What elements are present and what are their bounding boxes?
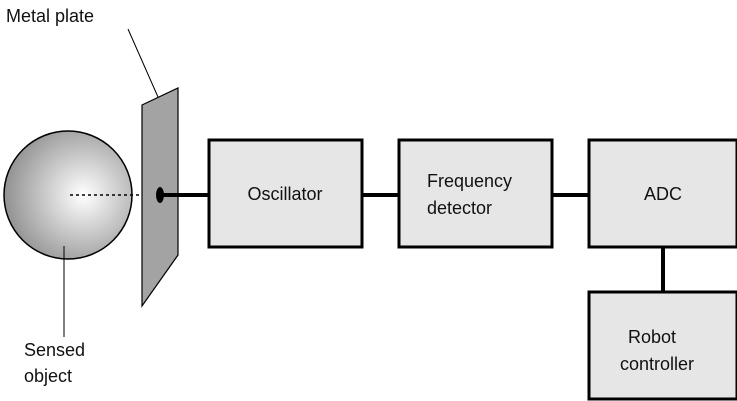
oscillator-label: Oscillator [247, 184, 322, 204]
frequency-detector-label-line1: Frequency [427, 171, 512, 191]
sensed-object-label-line1: Sensed [24, 340, 85, 360]
frequency-detector-label-line2: detector [427, 198, 492, 218]
oscillator-box [207, 138, 364, 249]
metal-plate-leader [127, 28, 159, 98]
sensed-object-label-line2: object [24, 366, 72, 386]
robot-controller-box [587, 290, 737, 401]
metal-plate-label: Metal plate [6, 6, 94, 26]
adc-label: ADC [644, 184, 682, 204]
robot-controller-label-line1: Robot [628, 327, 676, 347]
adc-box [587, 138, 737, 249]
robot-controller-label-line2: controller [620, 354, 694, 374]
frequency-detector-box [397, 138, 554, 249]
